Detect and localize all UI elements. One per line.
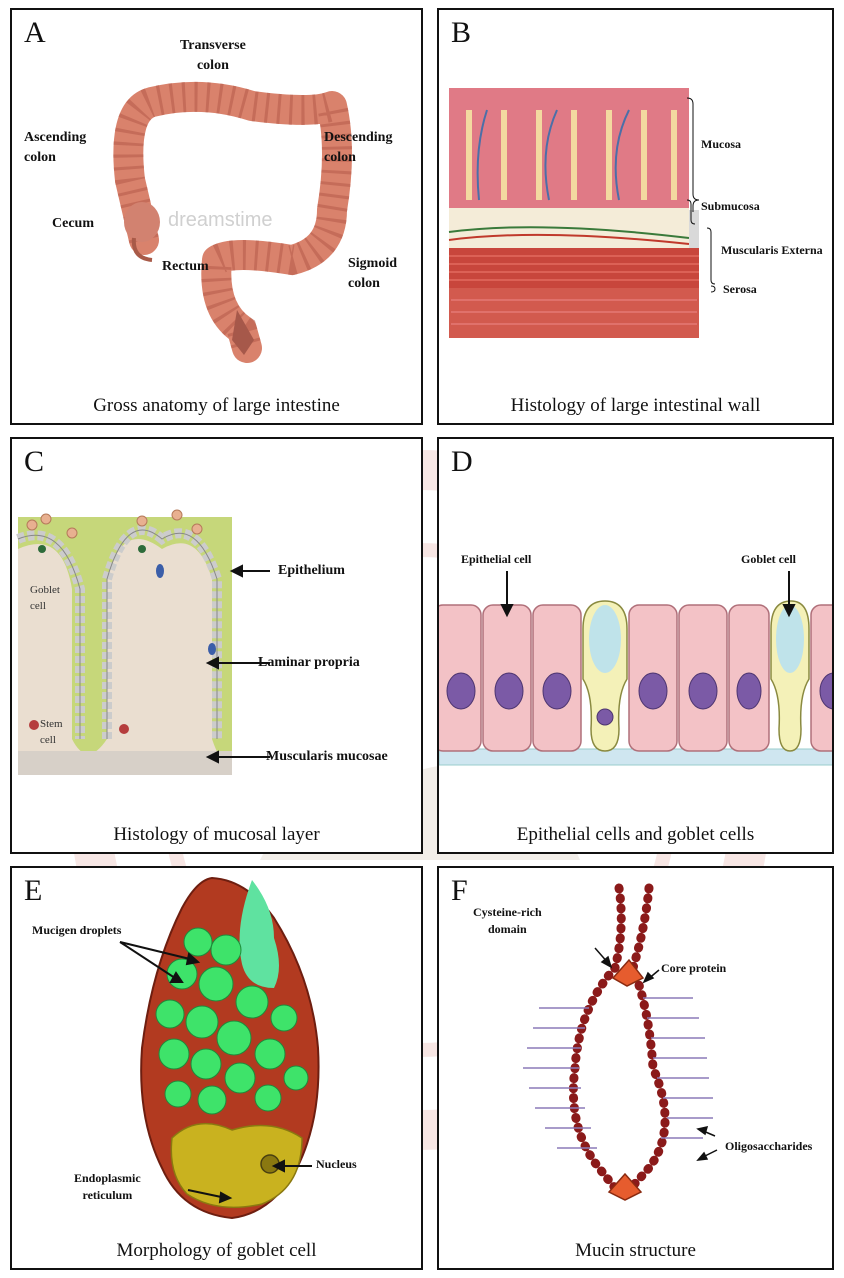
label-core-protein: Core protein [661, 960, 726, 977]
watermark-text: dreamstime [168, 206, 272, 235]
label-mucigen-droplets: Mucigen droplets [32, 922, 121, 939]
caption-b: Histology of large intestinal wall [439, 395, 832, 417]
label-transverse-colon: Transverse colon [180, 36, 246, 77]
mucosal-layer-illustration [12, 439, 423, 854]
label-oligosaccharides: Oligosaccharides [725, 1138, 812, 1155]
label-stem-cell: Stem cell [40, 717, 63, 749]
label-rectum: Rectum [162, 257, 209, 277]
label-sigmoid-colon: Sigmoid colon [348, 254, 397, 295]
panel-e: E Mucigen droplets Nucleus Endoplasmic r… [10, 866, 423, 1270]
label-nucleus: Nucleus [316, 1156, 357, 1173]
caption-c: Histology of mucosal layer [12, 824, 421, 846]
panel-c: C Goblet cell Stem cell Epithelium Lamin… [10, 437, 423, 854]
label-serosa: Serosa [723, 281, 757, 298]
label-muscularis-externa: Muscularis Externa [721, 242, 823, 259]
label-muscularis-mucosae: Muscularis mucosae [266, 747, 388, 767]
caption-e: Morphology of goblet cell [12, 1240, 421, 1262]
epithelial-goblet-illustration [439, 439, 834, 854]
caption-d: Epithelial cells and goblet cells [439, 824, 832, 846]
label-epithelium: Epithelium [278, 561, 345, 581]
label-goblet-cell: Goblet cell [741, 551, 796, 568]
caption-f: Mucin structure [439, 1240, 832, 1262]
label-endoplasmic-reticulum: Endoplasmic reticulum [74, 1170, 141, 1205]
label-goblet-cell: Goblet cell [30, 583, 60, 615]
label-submucosa: Submucosa [701, 198, 760, 215]
intestinal-wall-illustration [439, 10, 834, 425]
label-epithelial-cell: Epithelial cell [461, 551, 531, 568]
label-cecum: Cecum [52, 214, 94, 234]
label-mucosa: Mucosa [701, 136, 741, 153]
panel-d: D Epithelial cell Goblet cell Epi [437, 437, 834, 854]
panel-f: F Cysteine-rich domain Core protein Olig… [437, 866, 834, 1270]
panel-b: B Mucosa Submucosa Muscularis Externa Se… [437, 8, 834, 425]
label-cysteine-rich-domain: Cysteine-rich domain [473, 904, 542, 939]
caption-a: Gross anatomy of large intestine [12, 395, 421, 417]
label-descending-colon: Descending colon [324, 128, 392, 169]
panel-a: A dreamstime Transverse colon Ascending … [10, 8, 423, 425]
label-laminar-propria: Laminar propria [258, 653, 360, 673]
label-ascending-colon: Ascending colon [24, 128, 86, 169]
